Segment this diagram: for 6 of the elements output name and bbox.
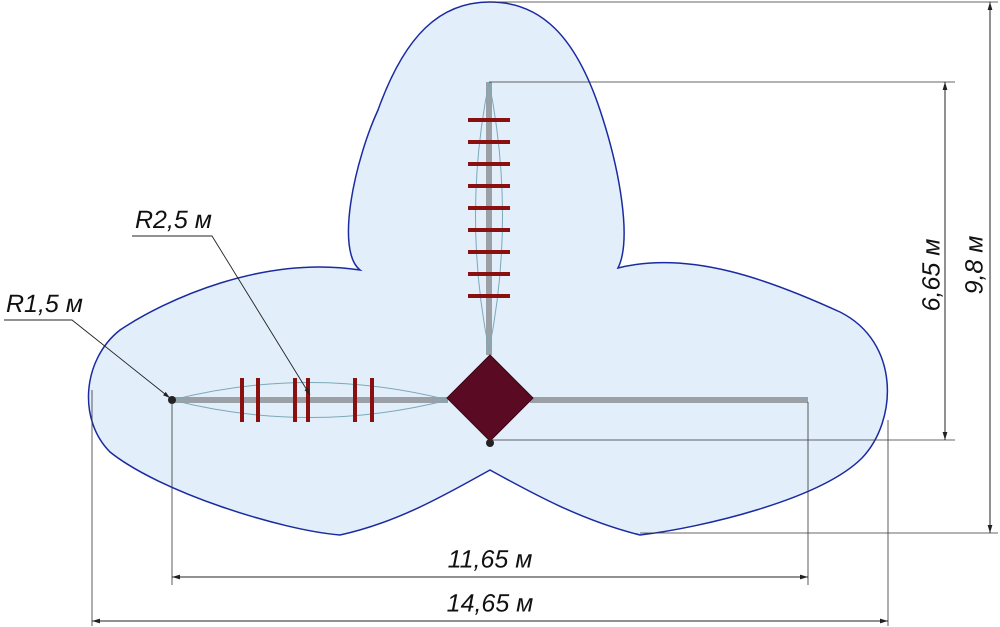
dimension-label: R2,5 м [135, 208, 212, 233]
dimension-label: 9,8 м [962, 236, 988, 294]
dimension-label: R1,5 м [6, 292, 83, 317]
dimension-label: 6,65 м [920, 238, 944, 312]
dimension-label: 14,65 м [446, 592, 534, 616]
dimension-label: 11,65 м [448, 548, 532, 572]
